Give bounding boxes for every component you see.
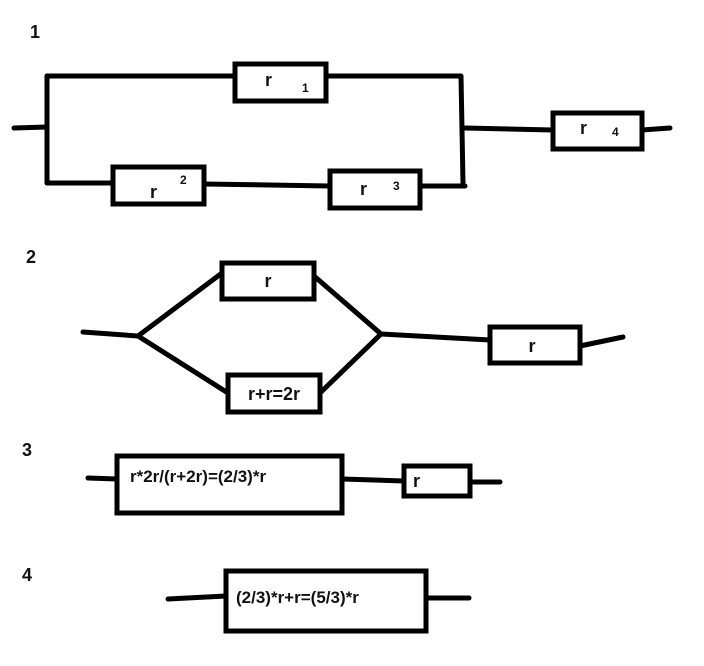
resistor-series-3: r	[401, 463, 473, 499]
wire-bottom-branch-mid	[201, 181, 333, 189]
resistor-upper-label: r	[264, 271, 271, 291]
wire-upper-right	[311, 273, 384, 337]
resistor-lower-label: r+r=2r	[248, 384, 300, 404]
wire-input-1	[11, 124, 50, 131]
resistor-r2: r 2	[110, 164, 207, 207]
resistor-r3: r 3	[327, 168, 423, 211]
resistor-total-equivalent: (2/3)*r+r=(5/3)*r	[223, 568, 429, 634]
resistor-parallel-equivalent: r*2r/(r+2r)=(2/3)*r	[114, 453, 345, 516]
wire-lower-right	[317, 331, 384, 396]
wire-input-4	[165, 593, 229, 602]
resistor-upper: r	[219, 260, 317, 302]
step-2: 2 r r+r=2r r	[26, 247, 626, 415]
step-4: 4 (2/3)*r+r=(5/3)*r	[22, 565, 472, 634]
resistor-series: r	[487, 324, 583, 366]
resistor-r4-subscript: 4	[612, 125, 619, 139]
resistor-r2-subscript: 2	[180, 173, 187, 187]
wire-output-1	[639, 125, 673, 133]
wire-input-3	[85, 475, 120, 482]
resistor-r4: r 4	[550, 110, 645, 152]
wire-upper-left	[135, 270, 225, 339]
wire-to-series-r	[378, 331, 493, 343]
resistor-series-3-label: r	[413, 471, 420, 491]
resistor-r1-subscript: 1	[302, 81, 309, 95]
resistor-r2-name: r	[150, 182, 157, 202]
resistor-r1-name: r	[265, 70, 272, 90]
resistor-lower: r+r=2r	[225, 372, 323, 415]
resistor-total-equivalent-label: (2/3)*r+r=(5/3)*r	[236, 588, 359, 607]
resistor-parallel-equivalent-label: r*2r/(r+2r)=(2/3)*r	[130, 467, 266, 486]
step-1: 1 r 1 r 2 r 3 r 4	[11, 22, 673, 211]
resistor-r3-subscript: 3	[393, 179, 400, 193]
resistor-series-label: r	[528, 336, 535, 356]
resistor-r4-name: r	[580, 118, 587, 138]
step-number-1: 1	[30, 22, 40, 42]
wire-top-branch-right	[323, 73, 466, 186]
step-number-3: 3	[22, 440, 32, 460]
wire-middle-3	[339, 476, 407, 484]
step-number-2: 2	[26, 247, 36, 267]
wire-lower-left	[135, 333, 231, 396]
wire-output-2	[577, 334, 626, 349]
wire-input-2	[80, 329, 141, 339]
resistor-r1: r 1	[232, 61, 329, 104]
step-number-4: 4	[22, 565, 32, 585]
step-3: 3 r*2r/(r+2r)=(2/3)*r r	[22, 440, 503, 516]
resistor-r3-name: r	[360, 179, 367, 199]
wire-junction-to-r4	[462, 125, 556, 133]
